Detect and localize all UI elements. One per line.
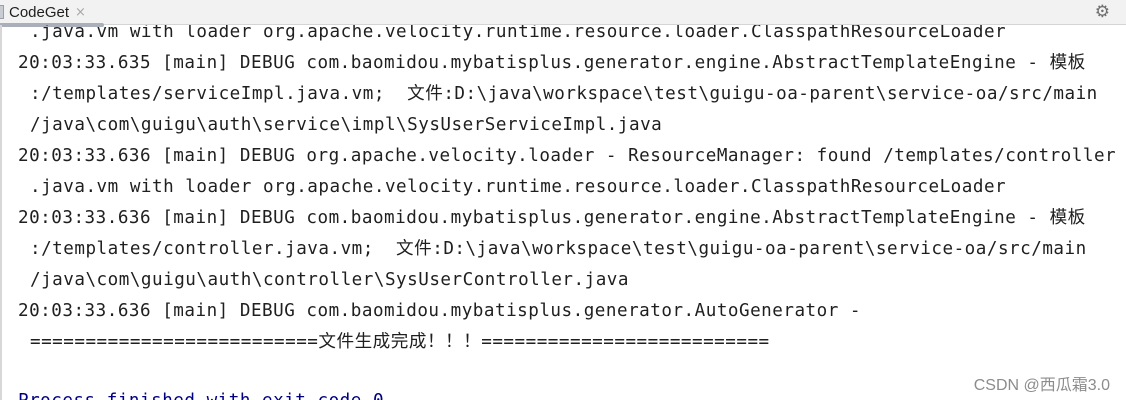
console-output[interactable]: .java.vm with loader org.apache.velocity… bbox=[0, 25, 1126, 400]
log-line: ==========================文件生成完成！！！=====… bbox=[30, 332, 770, 352]
tab-bar: CodeGet × ⚙ bbox=[0, 0, 1126, 27]
tab-label: CodeGet bbox=[9, 3, 70, 21]
log-line: :/templates/controller.java.vm; 文件:D:\ja… bbox=[30, 239, 1087, 259]
log-line: 20:03:33.636 [main] DEBUG org.apache.vel… bbox=[18, 146, 1117, 166]
log-line: /java\com\guigu\auth\controller\SysUserC… bbox=[30, 270, 629, 290]
log-line: 20:03:33.636 [main] DEBUG com.baomidou.m… bbox=[18, 301, 862, 321]
log-line: 20:03:33.636 [main] DEBUG com.baomidou.m… bbox=[18, 208, 1086, 228]
watermark: CSDN @西瓜霜3.0 bbox=[973, 377, 1110, 394]
close-icon[interactable]: × bbox=[75, 4, 86, 20]
active-tab-indicator bbox=[0, 23, 104, 27]
run-config-icon bbox=[0, 5, 4, 19]
log-line: :/templates/serviceImpl.java.vm; 文件:D:\j… bbox=[30, 84, 1098, 104]
log-line: .java.vm with loader org.apache.velocity… bbox=[30, 25, 1007, 42]
log-line: .java.vm with loader org.apache.velocity… bbox=[30, 177, 1007, 197]
tab-codeget[interactable]: CodeGet × bbox=[0, 0, 104, 24]
log-line: 20:03:33.635 [main] DEBUG com.baomidou.m… bbox=[18, 53, 1086, 73]
log-line: /java\com\guigu\auth\service\impl\SysUse… bbox=[30, 115, 663, 135]
exit-status-line: Process finished with exit code 0 bbox=[18, 391, 384, 400]
gear-icon[interactable]: ⚙ bbox=[1094, 2, 1110, 22]
